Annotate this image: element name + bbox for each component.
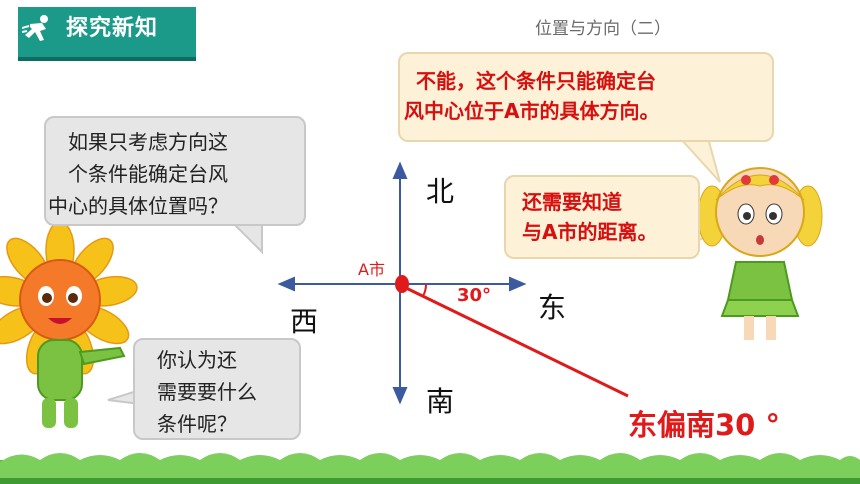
angle-label: 30° (457, 285, 492, 306)
section-title: 探究新知 (66, 16, 159, 41)
east-arrowhead (509, 276, 527, 292)
bubble-line: 不能，这个条件只能确定台 (416, 69, 656, 93)
answer-bubble: 不能，这个条件只能确定台 风中心位于A市的具体方向。 (398, 52, 774, 142)
west-label: 西 (290, 305, 319, 338)
running-person-icon (22, 15, 48, 41)
bubble-line: 需要要什么 (157, 380, 257, 404)
question-bubble: 如果只考虑方向这 个条件能确定台风 中心的具体位置吗？ (44, 116, 306, 226)
bubble-line: 个条件能确定台风 (68, 162, 228, 186)
bubble-line: 如果只考虑方向这 (68, 130, 228, 154)
grass-strip (0, 453, 860, 484)
south-arrowhead (392, 387, 408, 405)
sunflower-mascot (0, 221, 138, 428)
north-arrowhead (392, 161, 408, 179)
bubble-line: 中心的具体位置吗？ (48, 194, 228, 218)
city-point (395, 275, 409, 293)
bubble-line: 条件呢？ (157, 412, 237, 436)
hint-bubble: 还需要知道 与A市的距离。 (504, 175, 700, 259)
section-banner (18, 7, 196, 61)
girl-character (697, 167, 823, 340)
angle-arc (422, 283, 428, 297)
bubble-line: 还需要知道 (522, 190, 622, 214)
bubble-line: 与A市的距离。 (522, 220, 658, 244)
bubble-line: 你认为还 (157, 348, 237, 372)
direction-line (401, 284, 629, 398)
followup-bubble: 你认为还 需要要什么 条件呢？ (133, 338, 301, 440)
east-label: 东 (538, 291, 567, 324)
question-bubble-tail (229, 221, 263, 255)
south-label: 南 (426, 385, 455, 418)
bubble-line: 风中心位于A市的具体方向。 (404, 99, 660, 123)
west-arrowhead (277, 276, 295, 292)
north-label: 北 (426, 175, 455, 208)
city-label: A市 (358, 260, 385, 279)
direction-result-label: 东偏南30 ° (628, 408, 780, 442)
lesson-subtitle: 位置与方向（二） (535, 19, 671, 39)
